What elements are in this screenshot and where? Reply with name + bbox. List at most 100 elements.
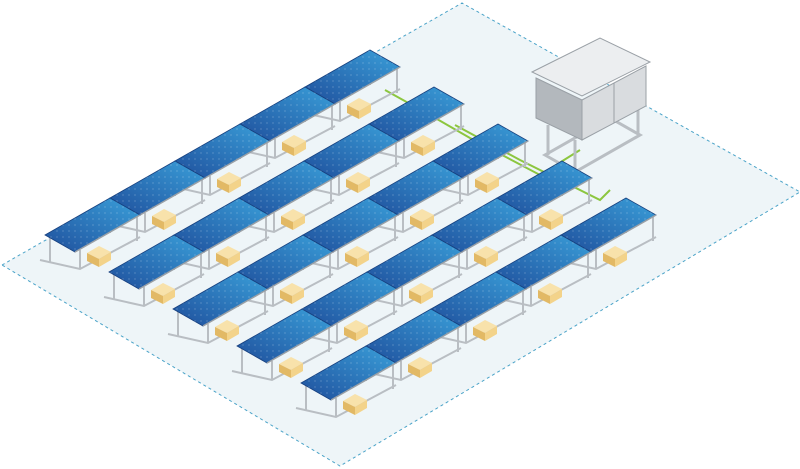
panel-edge — [590, 214, 657, 253]
junction-box-top — [280, 283, 304, 296]
panel-edge — [526, 177, 593, 216]
junction-box-side — [151, 290, 163, 304]
solar-cells — [368, 161, 463, 215]
solar-panel-unit — [39, 197, 141, 271]
cabinet-top — [530, 37, 652, 97]
solar-panel-unit — [167, 271, 269, 345]
solar-panel-unit — [233, 160, 335, 234]
panel-edge — [74, 214, 141, 253]
junction-box-top — [282, 135, 306, 148]
junction-box-top — [345, 246, 369, 259]
junction-box-front — [487, 178, 499, 193]
frame-base — [167, 310, 269, 345]
junction-box-front — [420, 363, 432, 378]
junction-box-top — [343, 394, 367, 407]
solar-cells — [366, 309, 461, 363]
junction-box-front — [358, 178, 370, 193]
panel-edge — [267, 251, 334, 290]
solar-panel-unit — [362, 160, 464, 234]
solar-cells — [45, 198, 140, 252]
junction-box-top — [87, 246, 111, 259]
junction-box-front — [359, 104, 371, 119]
junction-box-front — [163, 289, 175, 304]
junction-box-front — [485, 326, 497, 341]
panel-array — [39, 49, 657, 419]
junction-box-side — [473, 327, 485, 341]
junction-box-top — [347, 98, 371, 111]
junction-box-side — [343, 401, 355, 415]
junction-box-side — [475, 179, 487, 193]
panel-edge — [268, 177, 335, 216]
frame-base — [295, 384, 397, 419]
junction-box-top — [281, 209, 305, 222]
junction-box-side — [603, 253, 615, 267]
junction-box-side — [474, 253, 486, 267]
junction-box-top — [344, 320, 368, 333]
junction-box-side — [344, 327, 356, 341]
junction-box-top — [346, 172, 370, 185]
junction-box-top — [473, 320, 497, 333]
junction-box-front — [228, 252, 240, 267]
solar-panel-unit — [297, 197, 399, 271]
panel-edge — [330, 362, 397, 401]
junction-box-front — [229, 178, 241, 193]
solar-cells — [496, 235, 591, 289]
solar-panel-unit — [425, 271, 527, 345]
junction-box-side — [217, 179, 229, 193]
solar-cells — [303, 198, 398, 252]
junction-box-side — [281, 216, 293, 230]
junction-box-top — [474, 246, 498, 259]
solar-panel-unit — [103, 234, 205, 308]
junction-box-top — [475, 172, 499, 185]
junction-box-front — [486, 252, 498, 267]
panel-edge — [138, 251, 205, 290]
solar-panel-unit — [234, 86, 336, 160]
solar-cells — [433, 124, 528, 178]
junction-box-side — [347, 105, 359, 119]
panel-edge — [460, 288, 527, 327]
panel-edge — [204, 140, 271, 179]
junction-box-side — [538, 290, 550, 304]
junction-box-side — [280, 290, 292, 304]
solar-cells — [237, 309, 332, 363]
junction-box-side — [87, 253, 99, 267]
junction-box-front — [357, 252, 369, 267]
frame-base — [231, 347, 333, 382]
junction-box-front — [551, 215, 563, 230]
junction-box-side — [411, 142, 423, 156]
inverter-cabinet — [530, 37, 652, 174]
panel-edge — [397, 177, 464, 216]
junction-box-front — [164, 215, 176, 230]
solar-cells — [239, 161, 334, 215]
junction-box-side — [410, 216, 422, 230]
solar-cells — [304, 124, 399, 178]
solar-panel-unit — [104, 160, 206, 234]
frame-base — [39, 236, 141, 271]
junction-box-front — [294, 141, 306, 156]
junction-box-side — [539, 216, 551, 230]
junction-box-front — [422, 215, 434, 230]
junction-box-top — [409, 283, 433, 296]
panel-edge — [395, 325, 462, 364]
junction-box-front — [99, 252, 111, 267]
junction-box-top — [408, 357, 432, 370]
solar-panel-unit — [296, 271, 398, 345]
solar-panel-unit — [232, 234, 334, 308]
solar-panel-unit — [361, 234, 463, 308]
panel-edge — [332, 214, 399, 253]
panel-edge — [525, 251, 592, 290]
panel-edge — [396, 251, 463, 290]
junction-box-front — [550, 289, 562, 304]
junction-box-top — [410, 209, 434, 222]
junction-box-front — [356, 326, 368, 341]
solar-cells — [175, 124, 270, 178]
solar-panel-unit — [491, 160, 593, 234]
junction-box-front — [355, 400, 367, 415]
junction-box-front — [421, 289, 433, 304]
panel-edge — [331, 288, 398, 327]
panel-edge — [334, 66, 401, 105]
solar-cells — [497, 161, 592, 215]
panel-edge — [139, 177, 206, 216]
junction-box-side — [216, 253, 228, 267]
